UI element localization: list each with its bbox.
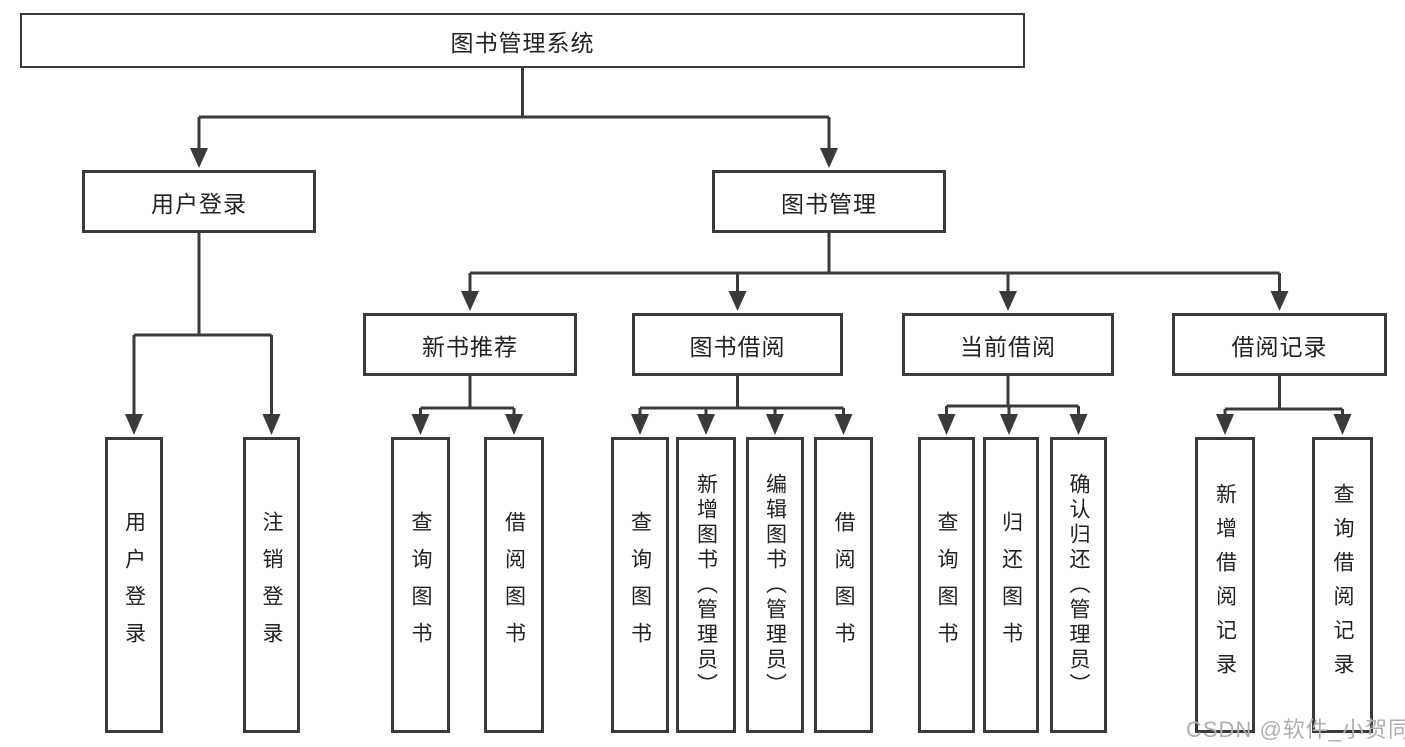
leaf-borrow-edit-books-admin: 编辑图书（管理员） — [746, 437, 804, 733]
node-label: 借阅图书 — [502, 511, 526, 659]
node-label: 图书借阅 — [689, 333, 786, 360]
leaf-borrow-add-books-admin: 新增图书（管理员） — [676, 437, 736, 733]
node-book-borrowing: 图书借阅 — [632, 313, 843, 376]
node-label: 查询图书 — [628, 511, 652, 659]
node-label: 当前借阅 — [960, 333, 1056, 360]
node-label: 用户登录 — [122, 511, 146, 659]
node-borrowing-records: 借阅记录 — [1172, 313, 1387, 376]
node-label: 用户登录 — [151, 190, 247, 217]
node-book-management: 图书管理 — [712, 170, 946, 233]
node-new-book-recommendation: 新书推荐 — [363, 313, 577, 376]
node-label: 图书管理系统 — [450, 29, 595, 56]
leaf-records-add-borrow-record: 新增借阅记录 — [1195, 437, 1255, 733]
node-label: 新书推荐 — [422, 333, 518, 360]
leaf-current-return-books: 归还图书 — [983, 437, 1039, 733]
leaf-logout: 注销登录 — [243, 437, 300, 733]
leaf-recommend-borrow-books: 借阅图书 — [484, 437, 544, 733]
leaf-user-login: 用户登录 — [105, 437, 163, 733]
leaf-borrow-borrow-books: 借阅图书 — [814, 437, 873, 733]
node-library-management-system: 图书管理系统 — [20, 13, 1025, 68]
node-label: 查询借阅记录 — [1331, 483, 1354, 687]
watermark: CSDN @软件_小贺同学 — [1186, 717, 1405, 742]
node-label: 归还图书 — [999, 511, 1023, 659]
node-label: 编辑图书（管理员） — [763, 472, 787, 698]
node-label: 借阅图书 — [832, 511, 855, 659]
node-label: 查询图书 — [409, 511, 432, 659]
node-label: 查询图书 — [935, 511, 958, 659]
leaf-recommend-query-books: 查询图书 — [391, 437, 450, 733]
node-label: 图书管理 — [781, 190, 877, 217]
node-label: 确认归还（管理员） — [1067, 472, 1090, 698]
node-current-borrowing: 当前借阅 — [902, 313, 1114, 376]
node-label: 新增借阅记录 — [1213, 483, 1237, 687]
node-label: 新增图书（管理员） — [694, 472, 718, 698]
leaf-current-query-books: 查询图书 — [918, 437, 975, 733]
node-user-login: 用户登录 — [82, 170, 316, 233]
leaf-records-query-borrow-record: 查询借阅记录 — [1312, 437, 1373, 733]
leaf-borrow-query-books: 查询图书 — [611, 437, 669, 733]
node-label: 借阅记录 — [1231, 333, 1328, 360]
leaf-current-confirm-return-admin: 确认归还（管理员） — [1050, 437, 1107, 733]
node-label: 注销登录 — [260, 511, 283, 659]
